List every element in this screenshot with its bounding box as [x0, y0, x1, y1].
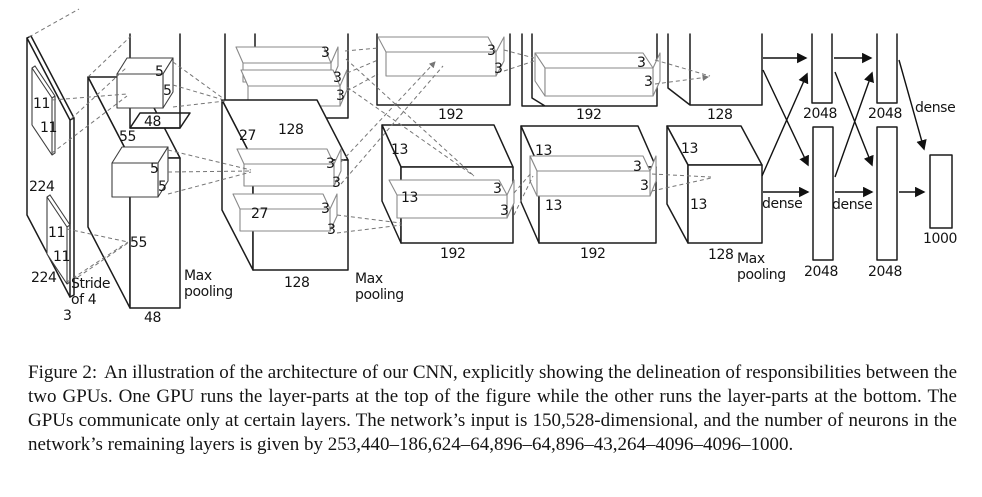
conv4-bottom-3a: 3	[633, 159, 642, 175]
kernel11-d: 11	[53, 249, 70, 265]
kernel11-b: 11	[40, 120, 57, 136]
conv4-top-3b: 3	[644, 74, 653, 90]
conv3-top-3a: 3	[487, 43, 496, 59]
conv5-bottom-cube	[666, 125, 763, 244]
conv2-bottom-3d: 3	[327, 222, 336, 238]
kernel-11x11-top	[31, 65, 56, 156]
conv5-bottom-13a: 13	[681, 141, 698, 157]
fc6-bottom-bar	[812, 126, 834, 261]
dense-connection-arrows	[761, 52, 927, 198]
projection-lines	[28, 8, 712, 283]
conv1-bottom-55: 55	[130, 235, 147, 251]
conv2-bottom-3a: 3	[326, 156, 335, 172]
conv1-cube1-5a: 5	[155, 64, 164, 80]
conv2-top-3b: 3	[333, 70, 342, 86]
conv1-cube2-5a: 5	[150, 161, 159, 177]
figure-caption-label: Figure 2:	[28, 362, 98, 383]
output-1000: 1000	[923, 231, 957, 247]
fc6-bottom-2048: 2048	[804, 264, 838, 280]
conv2-bottom-128: 128	[284, 275, 310, 291]
input-image-layer	[26, 35, 75, 298]
conv2-bottom-27b: 27	[251, 206, 268, 222]
conv2-top-3a: 3	[321, 45, 330, 61]
conv3-bottom-3a: 3	[493, 181, 502, 197]
conv2-bottom-3c: 3	[321, 201, 330, 217]
conv4-bottom-box	[520, 125, 657, 244]
conv4-top-192: 192	[576, 107, 602, 123]
conv4-bottom-kernel	[529, 155, 657, 197]
conv2-bottom-27a: 27	[239, 128, 256, 144]
conv3-bottom-3b: 3	[500, 203, 509, 219]
conv4-top-box	[521, 33, 661, 107]
fc6-top-bar	[811, 33, 833, 104]
conv4-bottom-13a: 13	[535, 143, 552, 159]
kernel11-a: 11	[33, 96, 50, 112]
conv2-top-3c: 3	[336, 88, 345, 104]
figure-caption-text: An illustration of the architecture of o…	[28, 362, 957, 455]
input-width-224: 224	[31, 270, 57, 286]
conv5-bottom-128: 128	[708, 247, 734, 263]
kernel11-c: 11	[48, 225, 65, 241]
conv3-bottom-13b: 13	[401, 190, 418, 206]
conv1-kernel-cube-bottom	[111, 146, 169, 198]
conv3-top-192: 192	[438, 107, 464, 123]
dense-2: dense	[832, 197, 872, 213]
figure-caption: Figure 2:An illustration of the architec…	[28, 361, 957, 457]
conv3-top-3b: 3	[494, 61, 503, 77]
dense-1: dense	[762, 196, 802, 212]
conv1-top-55: 55	[119, 129, 136, 145]
conv2-top-box	[224, 33, 349, 119]
conv1-cube1-5b: 5	[163, 83, 172, 99]
fc7-top-2048: 2048	[868, 106, 902, 122]
conv3-bottom-kernel	[388, 179, 515, 219]
conv3-bottom-13a: 13	[391, 142, 408, 158]
input-height-224: 224	[29, 179, 55, 195]
conv2-bottom-3b: 3	[332, 175, 341, 191]
conv4-bottom-192: 192	[580, 246, 606, 262]
conv3-top-box	[376, 33, 511, 106]
fc-layers	[811, 33, 953, 261]
conv4-top-kernel	[534, 52, 661, 97]
fc7-bottom-bar	[876, 126, 898, 261]
conv1-top-slab	[129, 33, 191, 129]
conv4-top-3a: 3	[637, 55, 646, 71]
fc7-top-bar	[876, 33, 898, 104]
input-depth-3: 3	[63, 308, 72, 324]
conv1-kernel-cube-top	[116, 57, 174, 109]
conv4-bottom-3b: 3	[640, 178, 649, 194]
conv2-top-128: 128	[278, 122, 304, 138]
conv1-bottom-48: 48	[144, 310, 161, 326]
conv3-bottom-192: 192	[440, 246, 466, 262]
conv2-bottom-kernel-b	[232, 193, 338, 232]
conv1-cube2-5b: 5	[158, 179, 167, 195]
dense-3: dense	[915, 100, 955, 116]
conv5-top-128: 128	[707, 107, 733, 123]
conv2-bottom-kernel-a	[236, 148, 342, 187]
fc7-bottom-2048: 2048	[868, 264, 902, 280]
conv3-top-kernel	[377, 36, 505, 77]
fc6-top-2048: 2048	[803, 106, 837, 122]
output-layer-bar	[929, 154, 953, 229]
conv4-bottom-13b: 13	[545, 198, 562, 214]
conv1-top-48: 48	[144, 114, 161, 130]
conv5-top-box	[667, 33, 763, 106]
kernel-11x11-bottom	[46, 194, 71, 285]
conv3-bottom-box	[381, 124, 515, 244]
conv5-bottom-13b: 13	[690, 197, 707, 213]
conv2-bottom-box	[221, 99, 349, 271]
